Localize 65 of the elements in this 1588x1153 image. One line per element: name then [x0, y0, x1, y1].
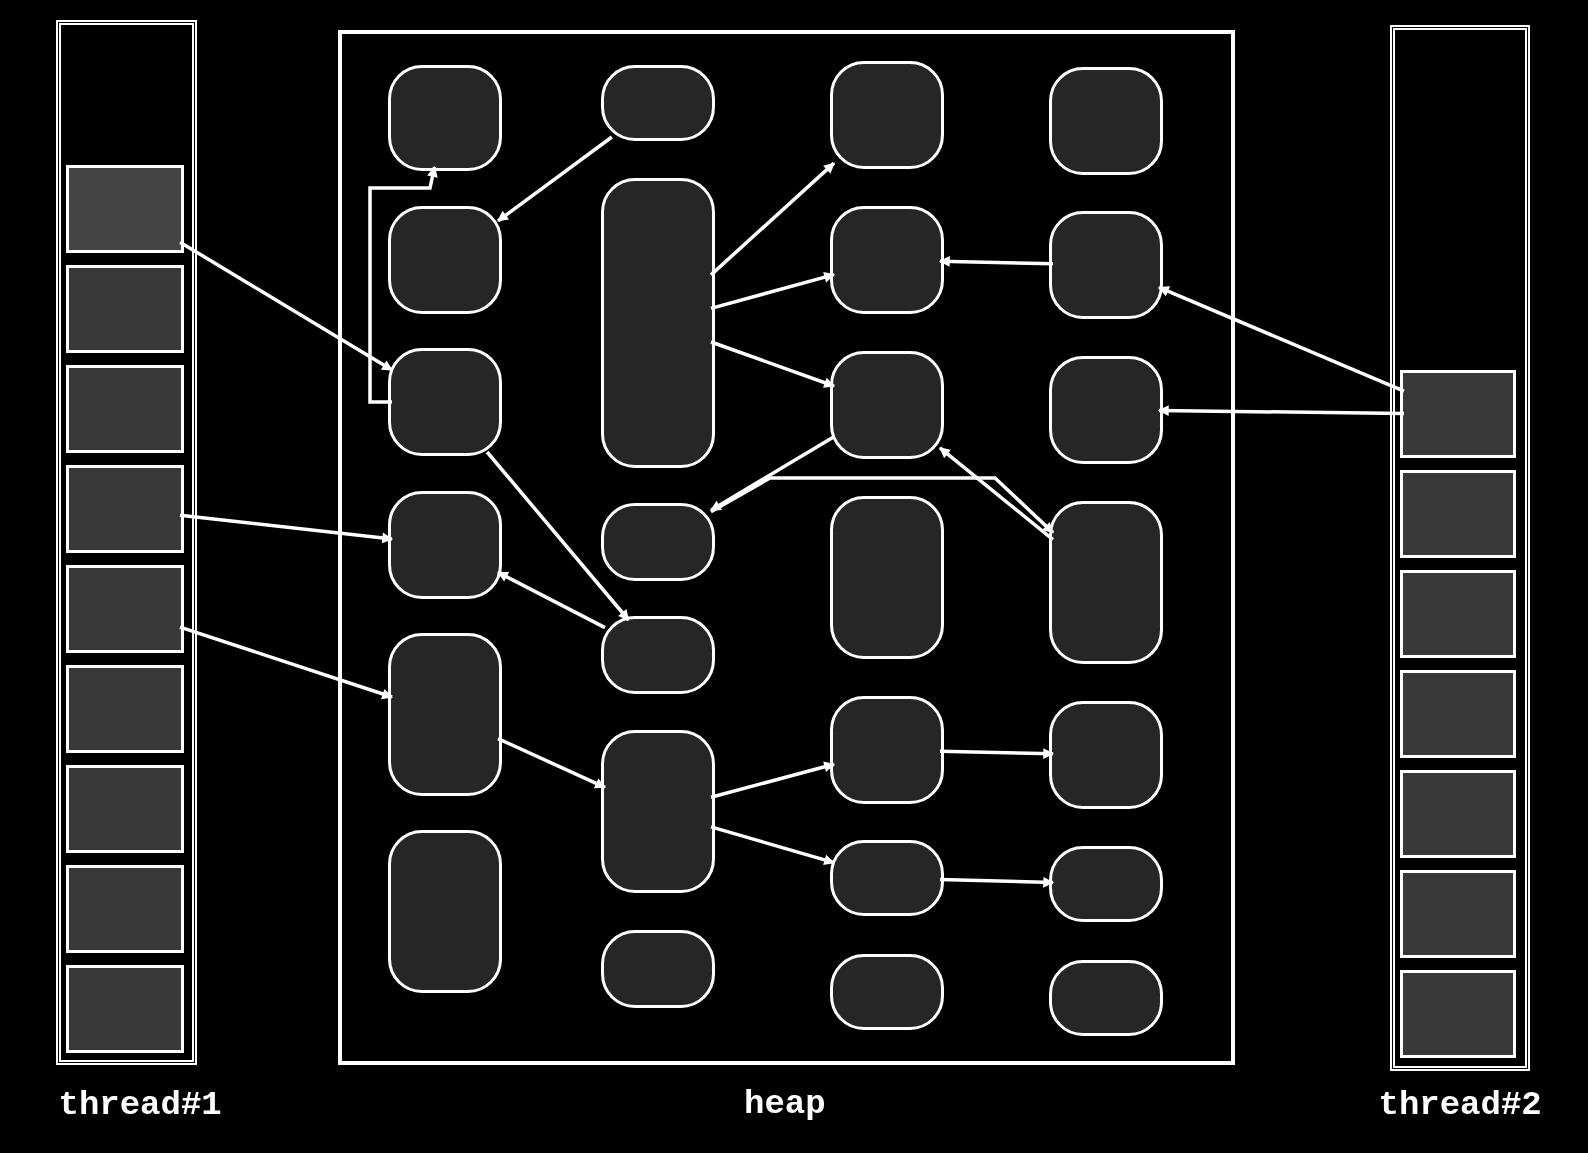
heap-object — [1049, 960, 1163, 1036]
heap-object — [388, 65, 502, 171]
frame-label: thread#1 — [58, 1086, 222, 1124]
stack-slot — [1400, 370, 1516, 458]
frame-label: heap — [744, 1085, 826, 1123]
heap-object — [1049, 67, 1163, 175]
stack-slot — [1400, 670, 1516, 758]
stack-slot — [66, 365, 184, 453]
heap-object — [830, 840, 944, 916]
stack-slot — [1400, 470, 1516, 558]
arrow — [710, 476, 1055, 534]
heap-object — [830, 496, 944, 659]
heap-object — [601, 178, 715, 468]
heap-object — [601, 616, 715, 694]
arrow — [710, 272, 836, 311]
frame-label: thread#2 — [1378, 1086, 1542, 1124]
heap-object — [388, 491, 502, 599]
heap-object — [601, 503, 715, 581]
heap-object — [601, 930, 715, 1008]
stack-slot — [1400, 870, 1516, 958]
arrow — [1158, 285, 1405, 393]
arrow — [710, 825, 836, 866]
heap-object — [830, 351, 944, 459]
stack-slot — [66, 165, 184, 253]
stack-slot — [1400, 970, 1516, 1058]
arrow — [710, 340, 835, 388]
heap-object — [830, 954, 944, 1030]
heap-object — [388, 206, 502, 314]
arrow — [939, 748, 1055, 759]
arrow — [496, 135, 613, 223]
arrow — [938, 256, 1054, 267]
stack-slot — [66, 265, 184, 353]
arrow — [497, 737, 606, 789]
stack-slot — [66, 765, 184, 853]
heap-object — [388, 633, 502, 796]
arrow — [497, 570, 606, 630]
arrow — [179, 625, 393, 700]
stack-slot — [66, 865, 184, 953]
heap-object — [1049, 701, 1163, 809]
heap-object — [830, 61, 944, 169]
arrow — [710, 435, 835, 512]
stack-slot — [66, 965, 184, 1053]
arrow — [1157, 405, 1405, 417]
stack-slot — [66, 665, 184, 753]
arrow — [179, 240, 393, 372]
arrow — [485, 450, 630, 622]
arrow — [710, 761, 836, 799]
heap-object — [1049, 356, 1163, 464]
arrow — [368, 165, 438, 404]
heap-object — [1049, 846, 1163, 922]
heap-object — [1049, 211, 1163, 319]
stack-slot — [66, 565, 184, 653]
heap-object — [1049, 501, 1163, 664]
stack-slot — [1400, 570, 1516, 658]
heap-object — [830, 206, 944, 314]
heap-object — [601, 65, 715, 141]
arrow — [939, 876, 1055, 888]
arrow — [938, 446, 1055, 541]
stack-slot — [66, 465, 184, 553]
stack-slot — [1400, 770, 1516, 858]
arrow — [709, 161, 836, 277]
heap-object — [601, 730, 715, 893]
heap-object — [388, 830, 502, 993]
heap-object — [830, 696, 944, 804]
heap-object — [388, 348, 502, 456]
